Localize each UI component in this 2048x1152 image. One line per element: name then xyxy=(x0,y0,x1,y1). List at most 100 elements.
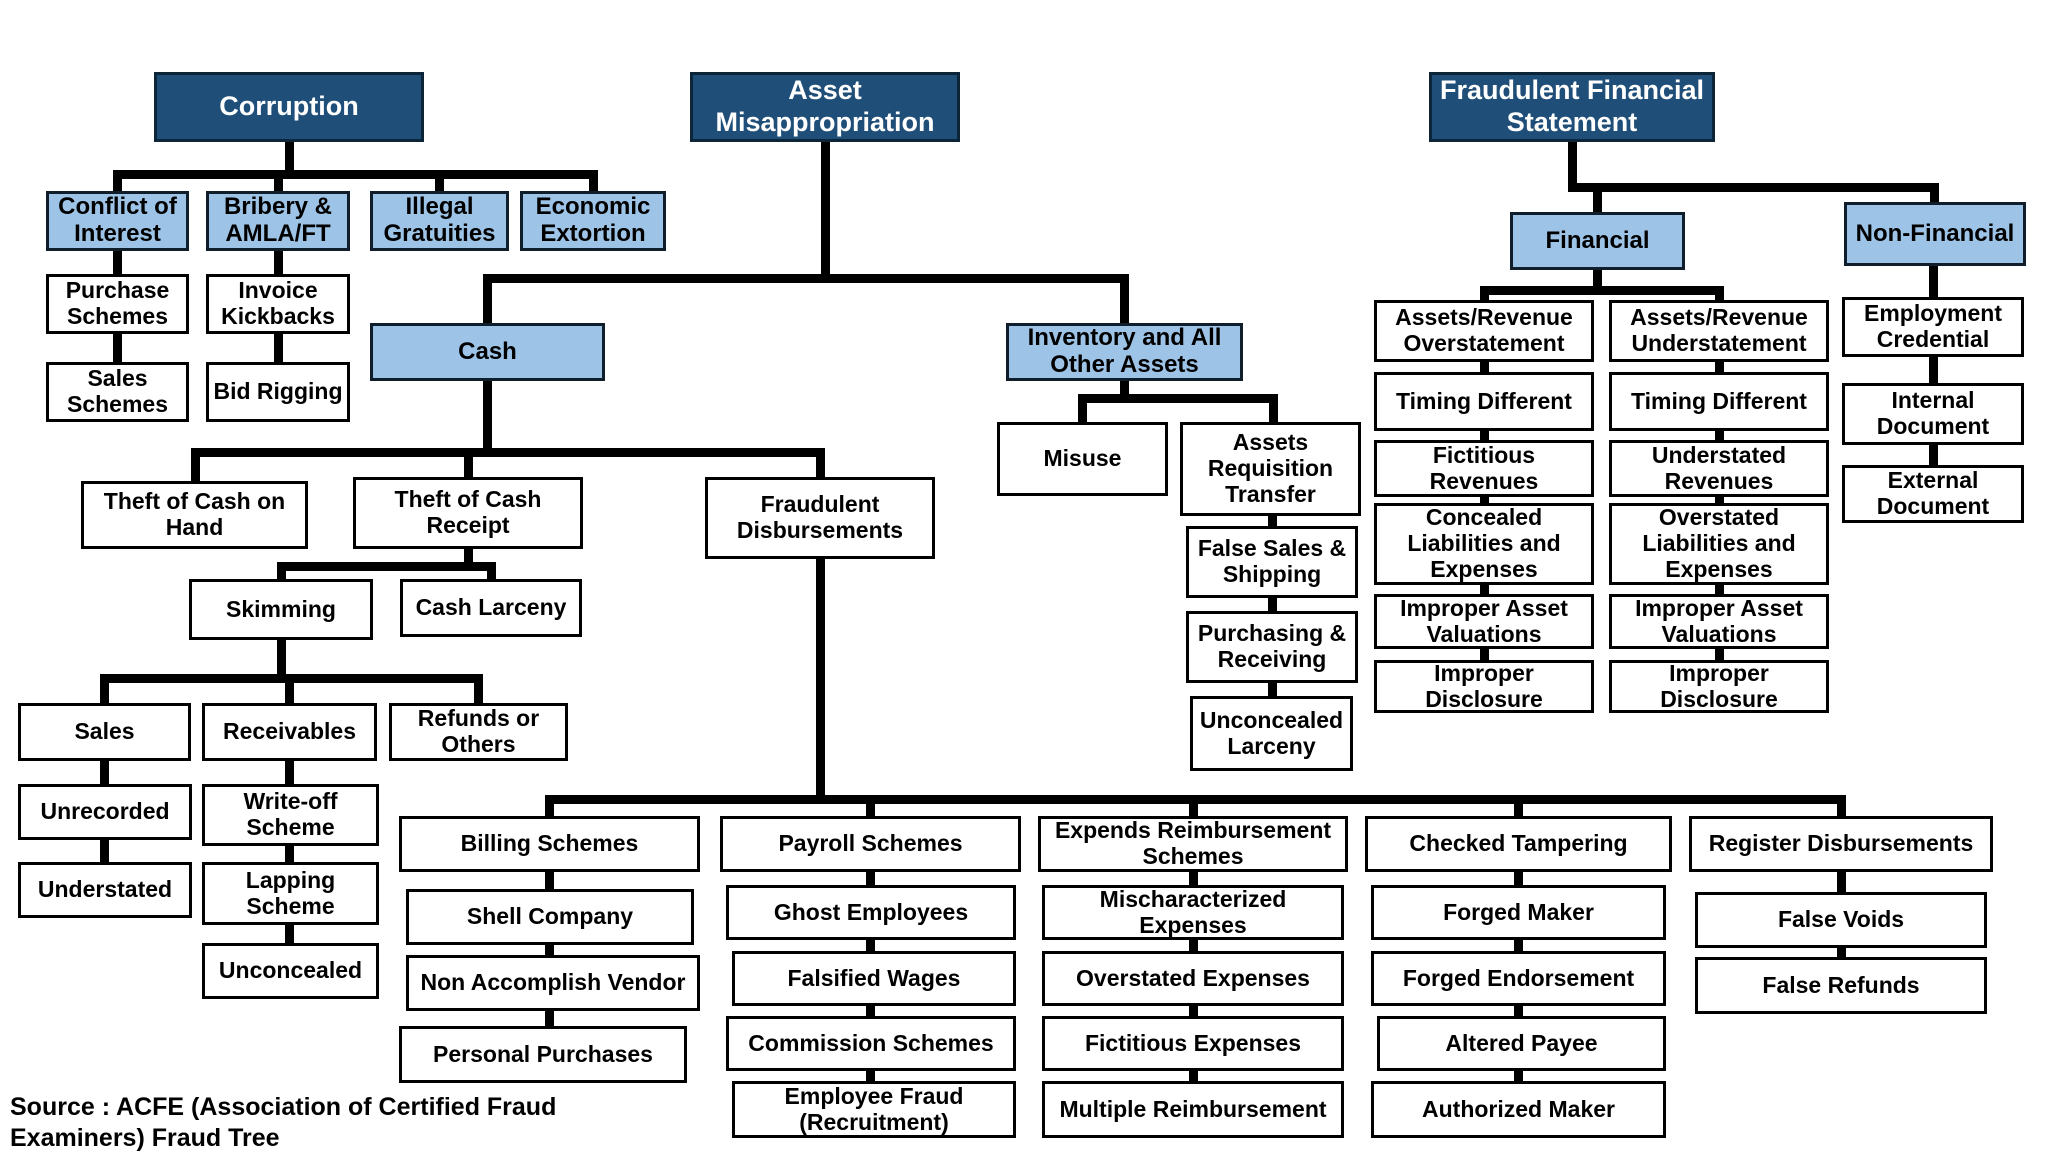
connector-line xyxy=(1715,497,1724,505)
connector-line xyxy=(1480,431,1489,440)
node-purchase-schemes: Purchase Schemes xyxy=(46,274,189,334)
node-improper-disclosure-1: Improper Disclosure xyxy=(1374,660,1594,713)
node-unconcealed-larceny: Unconcealed Larceny xyxy=(1190,696,1353,771)
connector-line xyxy=(274,334,283,362)
node-cash: Cash xyxy=(370,323,605,381)
node-fraudulent-disbursements: Fraudulent Disbursements xyxy=(705,477,935,559)
connector-line xyxy=(1593,183,1602,212)
node-illegal-gratuities: Illegal Gratuities xyxy=(370,191,509,251)
connector-line xyxy=(1715,431,1724,440)
node-personal-purchases: Personal Purchases xyxy=(399,1026,687,1083)
connector-line xyxy=(1078,394,1087,422)
node-non-financial: Non-Financial xyxy=(1844,202,2026,266)
node-ghost-employees: Ghost Employees xyxy=(726,885,1016,940)
connector-line xyxy=(545,795,554,816)
connector-line xyxy=(1269,394,1278,422)
connector-line xyxy=(191,448,200,481)
connector-line xyxy=(1715,286,1724,300)
connector-line xyxy=(483,274,1128,283)
connector-line xyxy=(1480,497,1489,505)
node-false-voids: False Voids xyxy=(1695,892,1987,948)
node-fraudulent-financial-statement: Fraudulent Financial Statement xyxy=(1429,72,1715,142)
connector-line xyxy=(285,674,294,703)
connector-line xyxy=(1268,683,1277,696)
node-sales-schemes: Sales Schemes xyxy=(46,362,189,422)
node-asset-misappropriation: Asset Misappropriation xyxy=(690,72,960,142)
node-overstated-liabilities-and-expenses: Overstated Liabilities and Expenses xyxy=(1609,503,1829,585)
connector-line xyxy=(866,795,875,816)
connector-line xyxy=(274,251,283,274)
connector-line xyxy=(1189,795,1198,816)
node-skimming: Skimming xyxy=(189,579,373,640)
connector-line xyxy=(1593,270,1602,295)
node-improper-disclosure-2: Improper Disclosure xyxy=(1609,660,1829,713)
node-assets-revenue-overstatement: Assets/Revenue Overstatement xyxy=(1374,300,1594,362)
node-understated: Understated xyxy=(18,862,192,918)
node-internal-document: Internal Document xyxy=(1842,383,2024,445)
connector-line xyxy=(545,945,554,955)
connector-line xyxy=(113,334,122,362)
node-forged-maker: Forged Maker xyxy=(1371,885,1666,940)
connector-line xyxy=(545,872,554,889)
connector-line xyxy=(1514,1071,1523,1081)
node-assets-requisition-transfer: Assets Requisition Transfer xyxy=(1180,422,1361,516)
node-corruption: Corruption xyxy=(154,72,424,142)
connector-line xyxy=(866,940,875,951)
node-sales: Sales xyxy=(18,703,191,761)
connector-line xyxy=(1189,1071,1198,1081)
connector-line xyxy=(483,274,492,323)
connector-line xyxy=(1514,940,1523,951)
connector-line xyxy=(274,170,283,191)
node-concealed-liabilities-and-expenses: Concealed Liabilities and Expenses xyxy=(1374,503,1594,585)
node-improper-asset-valuations-1: Improper Asset Valuations xyxy=(1374,594,1594,649)
node-false-sales-and-shipping: False Sales & Shipping xyxy=(1186,526,1358,598)
node-external-document: External Document xyxy=(1842,465,2024,523)
node-receivables: Receivables xyxy=(202,703,377,761)
node-refunds-or-others: Refunds or Others xyxy=(389,703,568,761)
node-understated-revenues: Understated Revenues xyxy=(1609,440,1829,497)
node-bribery-amla-ft: Bribery & AMLA/FT xyxy=(206,191,350,251)
connector-line xyxy=(1480,286,1489,300)
node-write-off-scheme: Write-off Scheme xyxy=(202,784,379,846)
connector-line xyxy=(1480,286,1723,295)
connector-line xyxy=(1120,274,1129,323)
connector-line xyxy=(1929,266,1938,297)
node-commission-schemes: Commission Schemes xyxy=(726,1016,1016,1071)
connector-line xyxy=(464,448,473,477)
connector-line xyxy=(100,674,109,703)
connector-line xyxy=(821,141,830,283)
node-employee-fraud-recruitment: Employee Fraud (Recruitment) xyxy=(732,1081,1016,1138)
connector-line xyxy=(1930,183,1939,202)
connector-line xyxy=(1514,795,1523,816)
connector-line xyxy=(1715,362,1724,372)
connector-line xyxy=(1837,795,1846,816)
node-forged-endorsement: Forged Endorsement xyxy=(1371,951,1666,1006)
node-altered-payee: Altered Payee xyxy=(1377,1016,1666,1071)
node-fictitious-revenues: Fictitious Revenues xyxy=(1374,440,1594,497)
connector-line xyxy=(277,562,495,571)
node-financial: Financial xyxy=(1510,212,1685,270)
node-theft-of-cash-on-hand: Theft of Cash on Hand xyxy=(81,481,308,549)
node-timing-different-2: Timing Different xyxy=(1609,372,1829,431)
node-billing-schemes: Billing Schemes xyxy=(399,816,700,872)
node-conflict-of-interest: Conflict of Interest xyxy=(46,191,189,251)
connector-line xyxy=(285,141,294,179)
connector-line xyxy=(816,448,825,477)
connector-line xyxy=(866,1006,875,1016)
node-shell-company: Shell Company xyxy=(406,889,694,945)
connector-line xyxy=(1480,585,1489,594)
connector-line xyxy=(545,1011,554,1026)
connector-line xyxy=(1189,940,1198,951)
connector-line xyxy=(113,251,122,274)
node-multiple-reimbursement: Multiple Reimbursement xyxy=(1042,1081,1344,1138)
connector-line xyxy=(816,559,825,804)
node-checked-tampering: Checked Tampering xyxy=(1365,816,1672,872)
connector-line xyxy=(474,674,483,703)
connector-line xyxy=(464,549,473,571)
connector-line xyxy=(1189,872,1198,885)
node-improper-asset-valuations-2: Improper Asset Valuations xyxy=(1609,594,1829,649)
node-unconcealed: Unconcealed xyxy=(202,943,379,999)
connector-line xyxy=(1268,516,1277,526)
connector-line xyxy=(483,381,492,457)
connector-line xyxy=(866,1071,875,1081)
